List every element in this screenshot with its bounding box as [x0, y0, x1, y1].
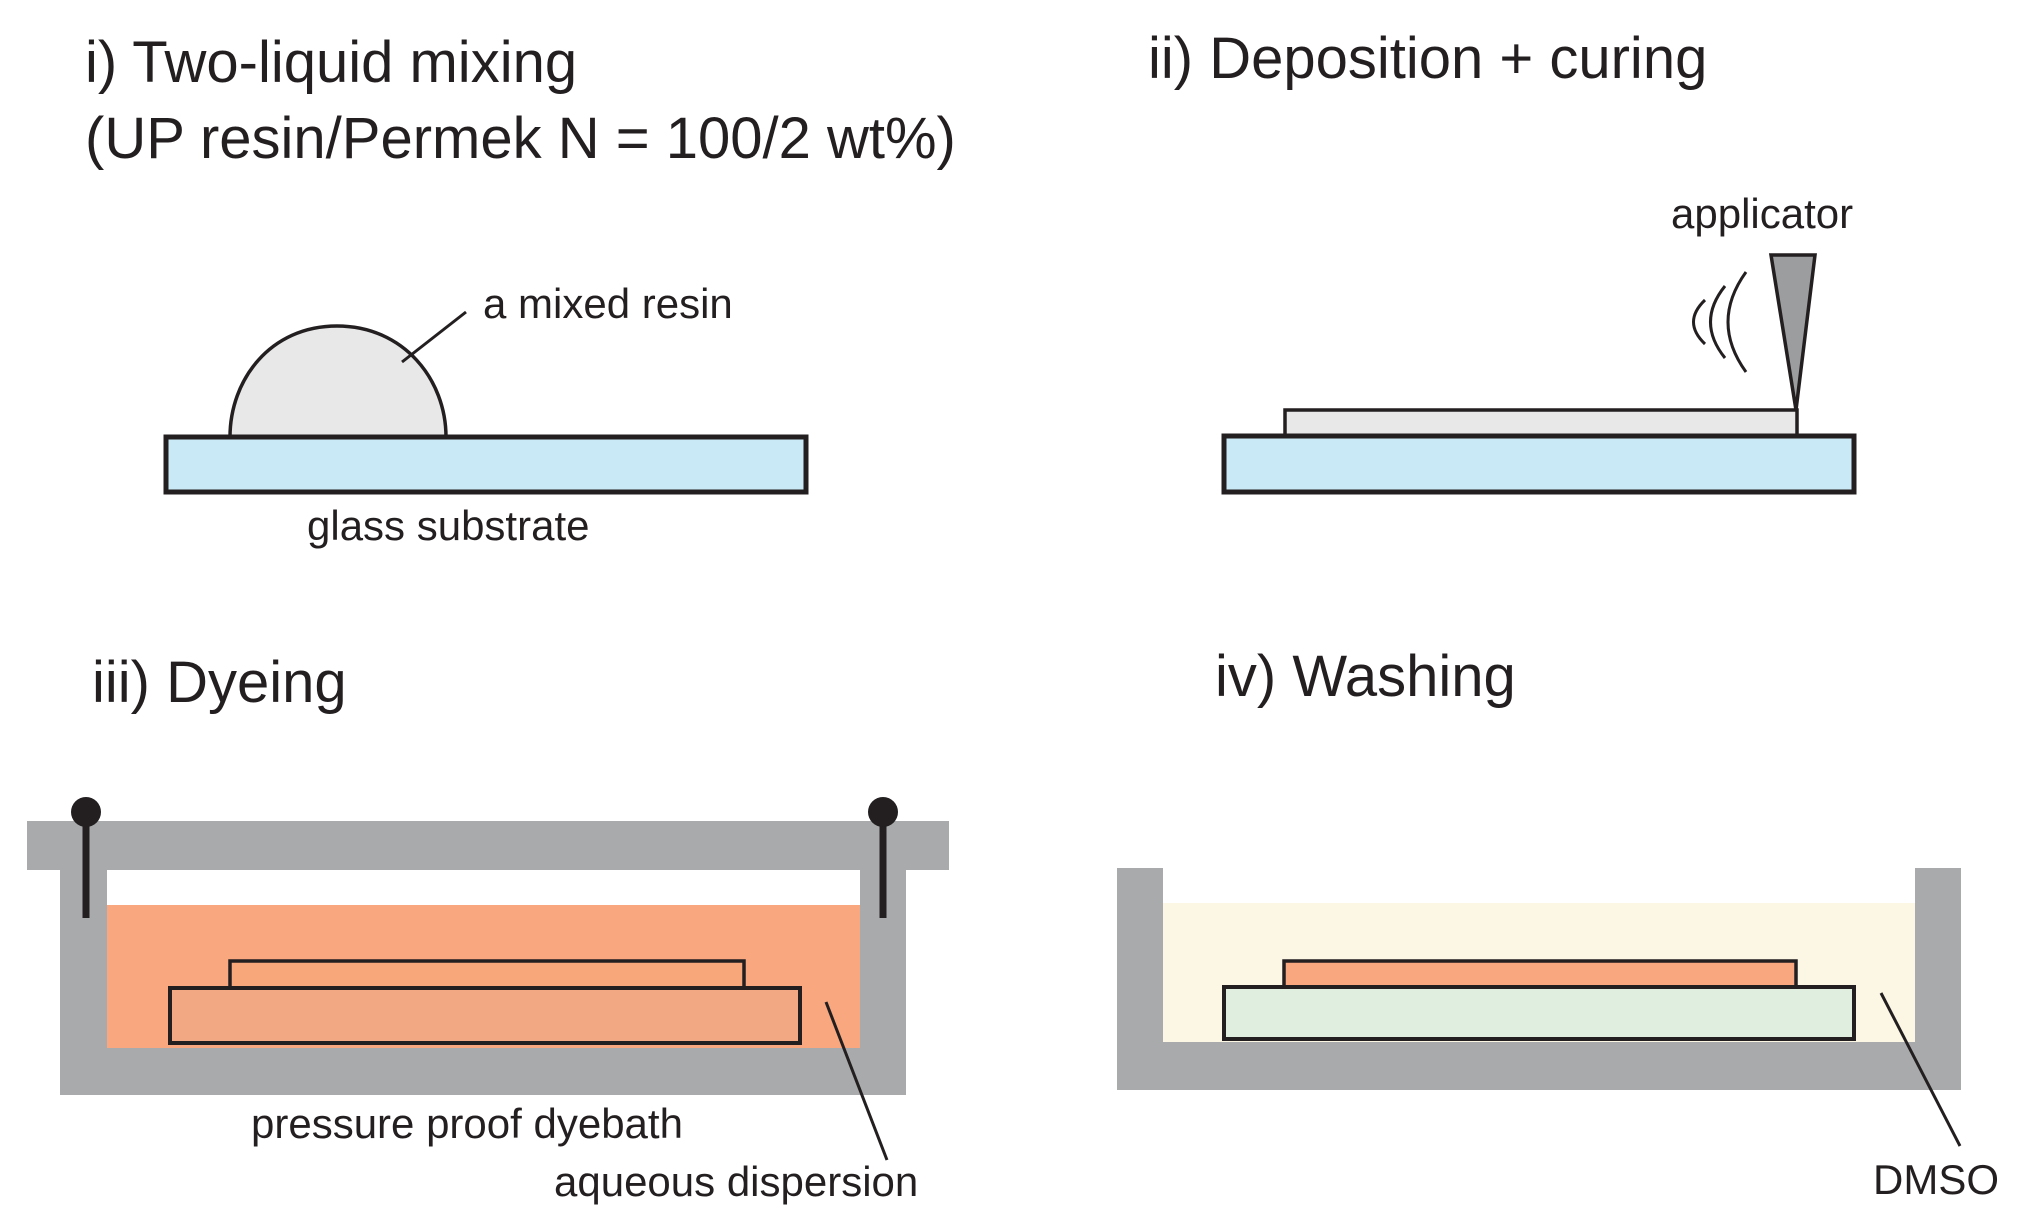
- resin-film: [1283, 408, 1799, 438]
- washed-resin-film: [1282, 959, 1798, 989]
- lid-bolt-right: [868, 797, 898, 918]
- dyebath-label: pressure proof dyebath: [251, 1100, 683, 1147]
- panel-dyeing: iii) Dyeing pressure proof dyebath aqueo…: [27, 650, 949, 1205]
- glass-substrate-2: [1221, 433, 1857, 495]
- resin-label: a mixed resin: [483, 280, 733, 327]
- dispersion-leader-line: [824, 1001, 889, 1161]
- dispersion-label: aqueous dispersion: [554, 1158, 918, 1205]
- applicator-blade: [1768, 253, 1817, 411]
- lid-bolt-left: [71, 797, 101, 918]
- dyeing-title: iii) Dyeing: [92, 650, 347, 715]
- motion-arcs-icon: [1692, 271, 1748, 373]
- dmso-leader-line: [1879, 992, 1962, 1147]
- dmso-label: DMSO: [1873, 1156, 1999, 1203]
- deposition-title: ii) Deposition + curing: [1148, 26, 1707, 91]
- panel-deposition: ii) Deposition + curing applicator: [1148, 26, 1857, 495]
- applicator-label: applicator: [1671, 190, 1853, 237]
- panel-mixing: i) Two-liquid mixing (UP resin/Permek N …: [85, 30, 956, 549]
- panel-washing: iv) Washing DMSO: [1117, 644, 1999, 1203]
- washing-vessel: [1117, 868, 1961, 1090]
- substrate-label: glass substrate: [307, 502, 589, 549]
- resin-leader-line: [401, 310, 467, 364]
- mixing-subtitle: (UP resin/Permek N = 100/2 wt%): [85, 106, 956, 171]
- washing-title: iv) Washing: [1215, 644, 1516, 709]
- dyebath-lid: [27, 821, 949, 870]
- glass-substrate: [163, 434, 809, 495]
- mixing-title: i) Two-liquid mixing: [85, 30, 577, 95]
- dyed-substrate: [168, 986, 802, 1045]
- washed-substrate: [1222, 985, 1856, 1041]
- dyebath-vessel: [60, 870, 906, 1095]
- resin-droplet: [228, 324, 448, 439]
- dyed-resin-film: [228, 959, 746, 990]
